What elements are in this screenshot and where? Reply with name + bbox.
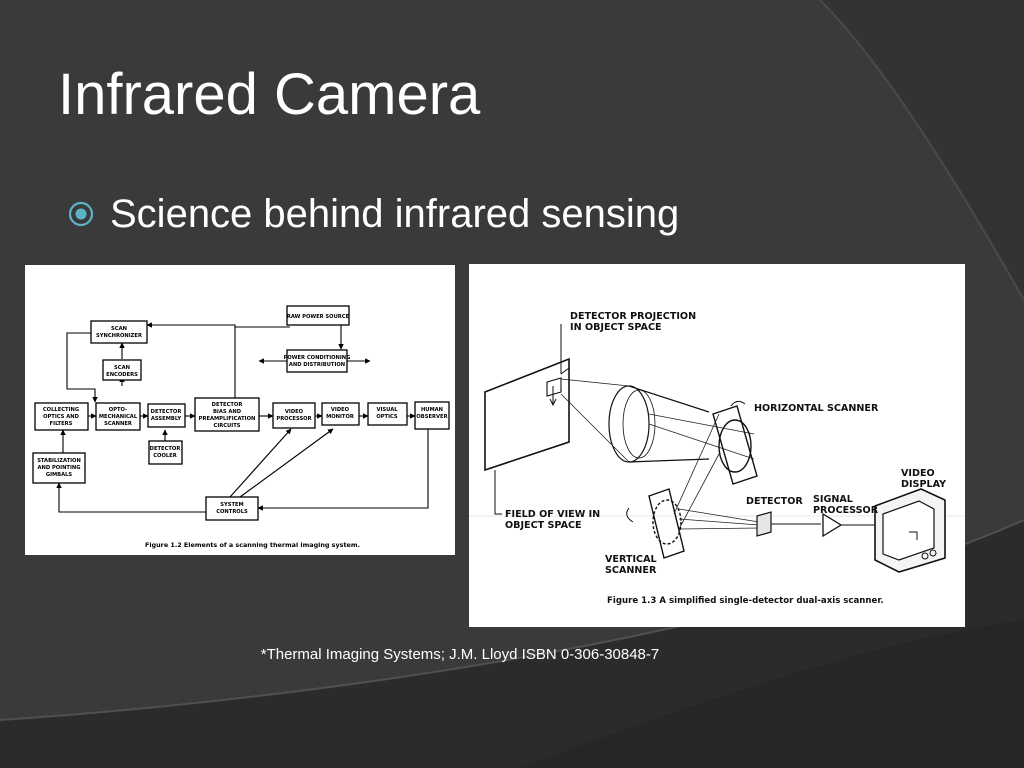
leader-line — [494, 470, 502, 515]
svg-text:SYSTEM: SYSTEM — [220, 502, 243, 508]
svg-text:SCANNER: SCANNER — [104, 421, 132, 427]
diagram-connectors — [56, 322, 429, 513]
svg-text:STABILIZATION: STABILIZATION — [37, 458, 81, 464]
block-visual-optics: VISUAL OPTICS — [367, 402, 408, 426]
bullet-text: Science behind infrared sensing — [110, 191, 680, 236]
svg-text:FIELD OF VIEW IN: FIELD OF VIEW IN — [505, 509, 600, 520]
svg-text:SCANNER: SCANNER — [605, 565, 657, 576]
svg-text:AND POINTING: AND POINTING — [37, 465, 80, 471]
svg-text:CONTROLS: CONTROLS — [216, 509, 248, 515]
horizontal-scanner-mirror — [712, 400, 758, 485]
signal-processor-triangle — [822, 512, 875, 538]
block-system-controls: SYSTEM CONTROLS — [205, 496, 259, 521]
svg-text:DISPLAY: DISPLAY — [901, 479, 947, 490]
detector-element — [756, 511, 821, 537]
svg-text:VISUAL: VISUAL — [376, 407, 398, 413]
block-raw-power-source: RAW POWER SOURCE — [286, 305, 350, 326]
svg-text:SCAN: SCAN — [114, 365, 130, 371]
vertical-scanner-mirror — [626, 488, 685, 559]
svg-text:PREAMPLIFICATION: PREAMPLIFICATION — [199, 416, 256, 422]
target-circle-icon — [68, 201, 94, 227]
svg-text:SYNCHRONIZER: SYNCHRONIZER — [96, 333, 142, 339]
svg-text:OPTO-: OPTO- — [109, 407, 127, 413]
svg-text:OPTICS AND: OPTICS AND — [43, 414, 79, 420]
svg-text:GIMBALS: GIMBALS — [46, 472, 73, 478]
svg-text:MONITOR: MONITOR — [326, 414, 354, 420]
object-plane — [484, 357, 570, 472]
label-vertical-scanner: VERTICAL SCANNER — [605, 554, 657, 576]
block-detector-bias: DETECTOR BIAS AND PREAMPLIFICATION CIRCU… — [194, 397, 260, 432]
block-video-processor: VIDEO PROCESSOR — [272, 402, 316, 429]
figure2-caption: Figure 1.3 A simplified single-detector … — [607, 596, 884, 606]
svg-text:OPTICS: OPTICS — [376, 414, 398, 420]
block-power-conditioning: POWER CONDITIONING AND DISTRIBUTION — [284, 349, 351, 373]
label-detector: DETECTOR — [746, 496, 803, 507]
svg-text:AND DISTRIBUTION: AND DISTRIBUTION — [289, 362, 345, 368]
svg-text:OBSERVER: OBSERVER — [416, 414, 447, 420]
bullet-item: Science behind infrared sensing — [66, 186, 679, 242]
svg-text:SCAN: SCAN — [111, 326, 127, 332]
svg-text:SIGNAL: SIGNAL — [813, 494, 853, 505]
svg-text:COLLECTING: COLLECTING — [43, 407, 79, 413]
figure-scanner-illustration: DETECTOR PROJECTION IN OBJECT SPACE HORI… — [469, 264, 965, 627]
block-stabilization: STABILIZATION AND POINTING GIMBALS — [32, 452, 86, 484]
svg-text:DETECTOR: DETECTOR — [151, 409, 182, 415]
svg-text:DETECTOR: DETECTOR — [212, 402, 243, 408]
svg-text:COOLER: COOLER — [153, 453, 176, 459]
svg-text:CIRCUITS: CIRCUITS — [214, 423, 241, 429]
svg-text:FILTERS: FILTERS — [50, 421, 73, 427]
svg-text:IN OBJECT SPACE: IN OBJECT SPACE — [570, 322, 662, 333]
svg-text:VIDEO: VIDEO — [901, 468, 935, 479]
label-horizontal-scanner: HORIZONTAL SCANNER — [754, 403, 879, 414]
figure-block-diagram: SCAN SYNCHRONIZER SCAN ENCODERS RAW POWE… — [25, 265, 455, 555]
svg-text:ENCODERS: ENCODERS — [106, 372, 138, 378]
label-detector-projection: DETECTOR PROJECTION IN OBJECT SPACE — [570, 311, 696, 333]
block-opto-mechanical-scanner: OPTO- MECHANICAL SCANNER — [95, 402, 141, 431]
lens-cylinder — [608, 385, 710, 463]
block-collecting-optics: COLLECTING OPTICS AND FILTERS — [34, 402, 89, 431]
label-field-of-view: FIELD OF VIEW IN OBJECT SPACE — [505, 509, 600, 531]
svg-text:MECHANICAL: MECHANICAL — [99, 414, 138, 420]
svg-text:PROCESSOR: PROCESSOR — [276, 416, 311, 422]
svg-text:ASSEMBLY: ASSEMBLY — [151, 416, 181, 422]
svg-text:VIDEO: VIDEO — [285, 409, 304, 415]
citation-text: *Thermal Imaging Systems; J.M. Lloyd ISB… — [260, 646, 660, 663]
svg-text:RAW POWER SOURCE: RAW POWER SOURCE — [287, 314, 350, 320]
svg-text:OBJECT SPACE: OBJECT SPACE — [505, 520, 582, 531]
svg-text:VERTICAL: VERTICAL — [605, 554, 657, 565]
slide-title: Infrared Camera — [58, 62, 481, 127]
svg-text:DETECTOR PROJECTION: DETECTOR PROJECTION — [570, 311, 696, 322]
svg-text:VIDEO: VIDEO — [331, 407, 350, 413]
svg-text:DETECTOR: DETECTOR — [150, 446, 181, 452]
block-scan-synchronizer: SCAN SYNCHRONIZER — [90, 320, 148, 344]
block-human-observer: HUMAN OBSERVER — [414, 401, 450, 430]
svg-text:HUMAN: HUMAN — [421, 407, 443, 413]
block-detector-assembly: DETECTOR ASSEMBLY — [147, 403, 186, 428]
svg-text:POWER CONDITIONING: POWER CONDITIONING — [284, 355, 351, 361]
label-signal-processor: SIGNAL PROCESSOR — [813, 494, 879, 516]
block-video-monitor: VIDEO MONITOR — [321, 402, 360, 426]
block-scan-encoders: SCAN ENCODERS — [102, 359, 142, 381]
svg-text:BIAS AND: BIAS AND — [213, 409, 242, 415]
label-video-display: VIDEO DISPLAY — [901, 468, 947, 490]
svg-text:PROCESSOR: PROCESSOR — [813, 505, 879, 516]
figure1-caption: Figure 1.2 Elements of a scanning therma… — [145, 541, 360, 549]
video-display-monitor — [874, 488, 946, 573]
optical-rays — [560, 378, 760, 530]
block-detector-cooler: DETECTOR COOLER — [148, 440, 183, 465]
